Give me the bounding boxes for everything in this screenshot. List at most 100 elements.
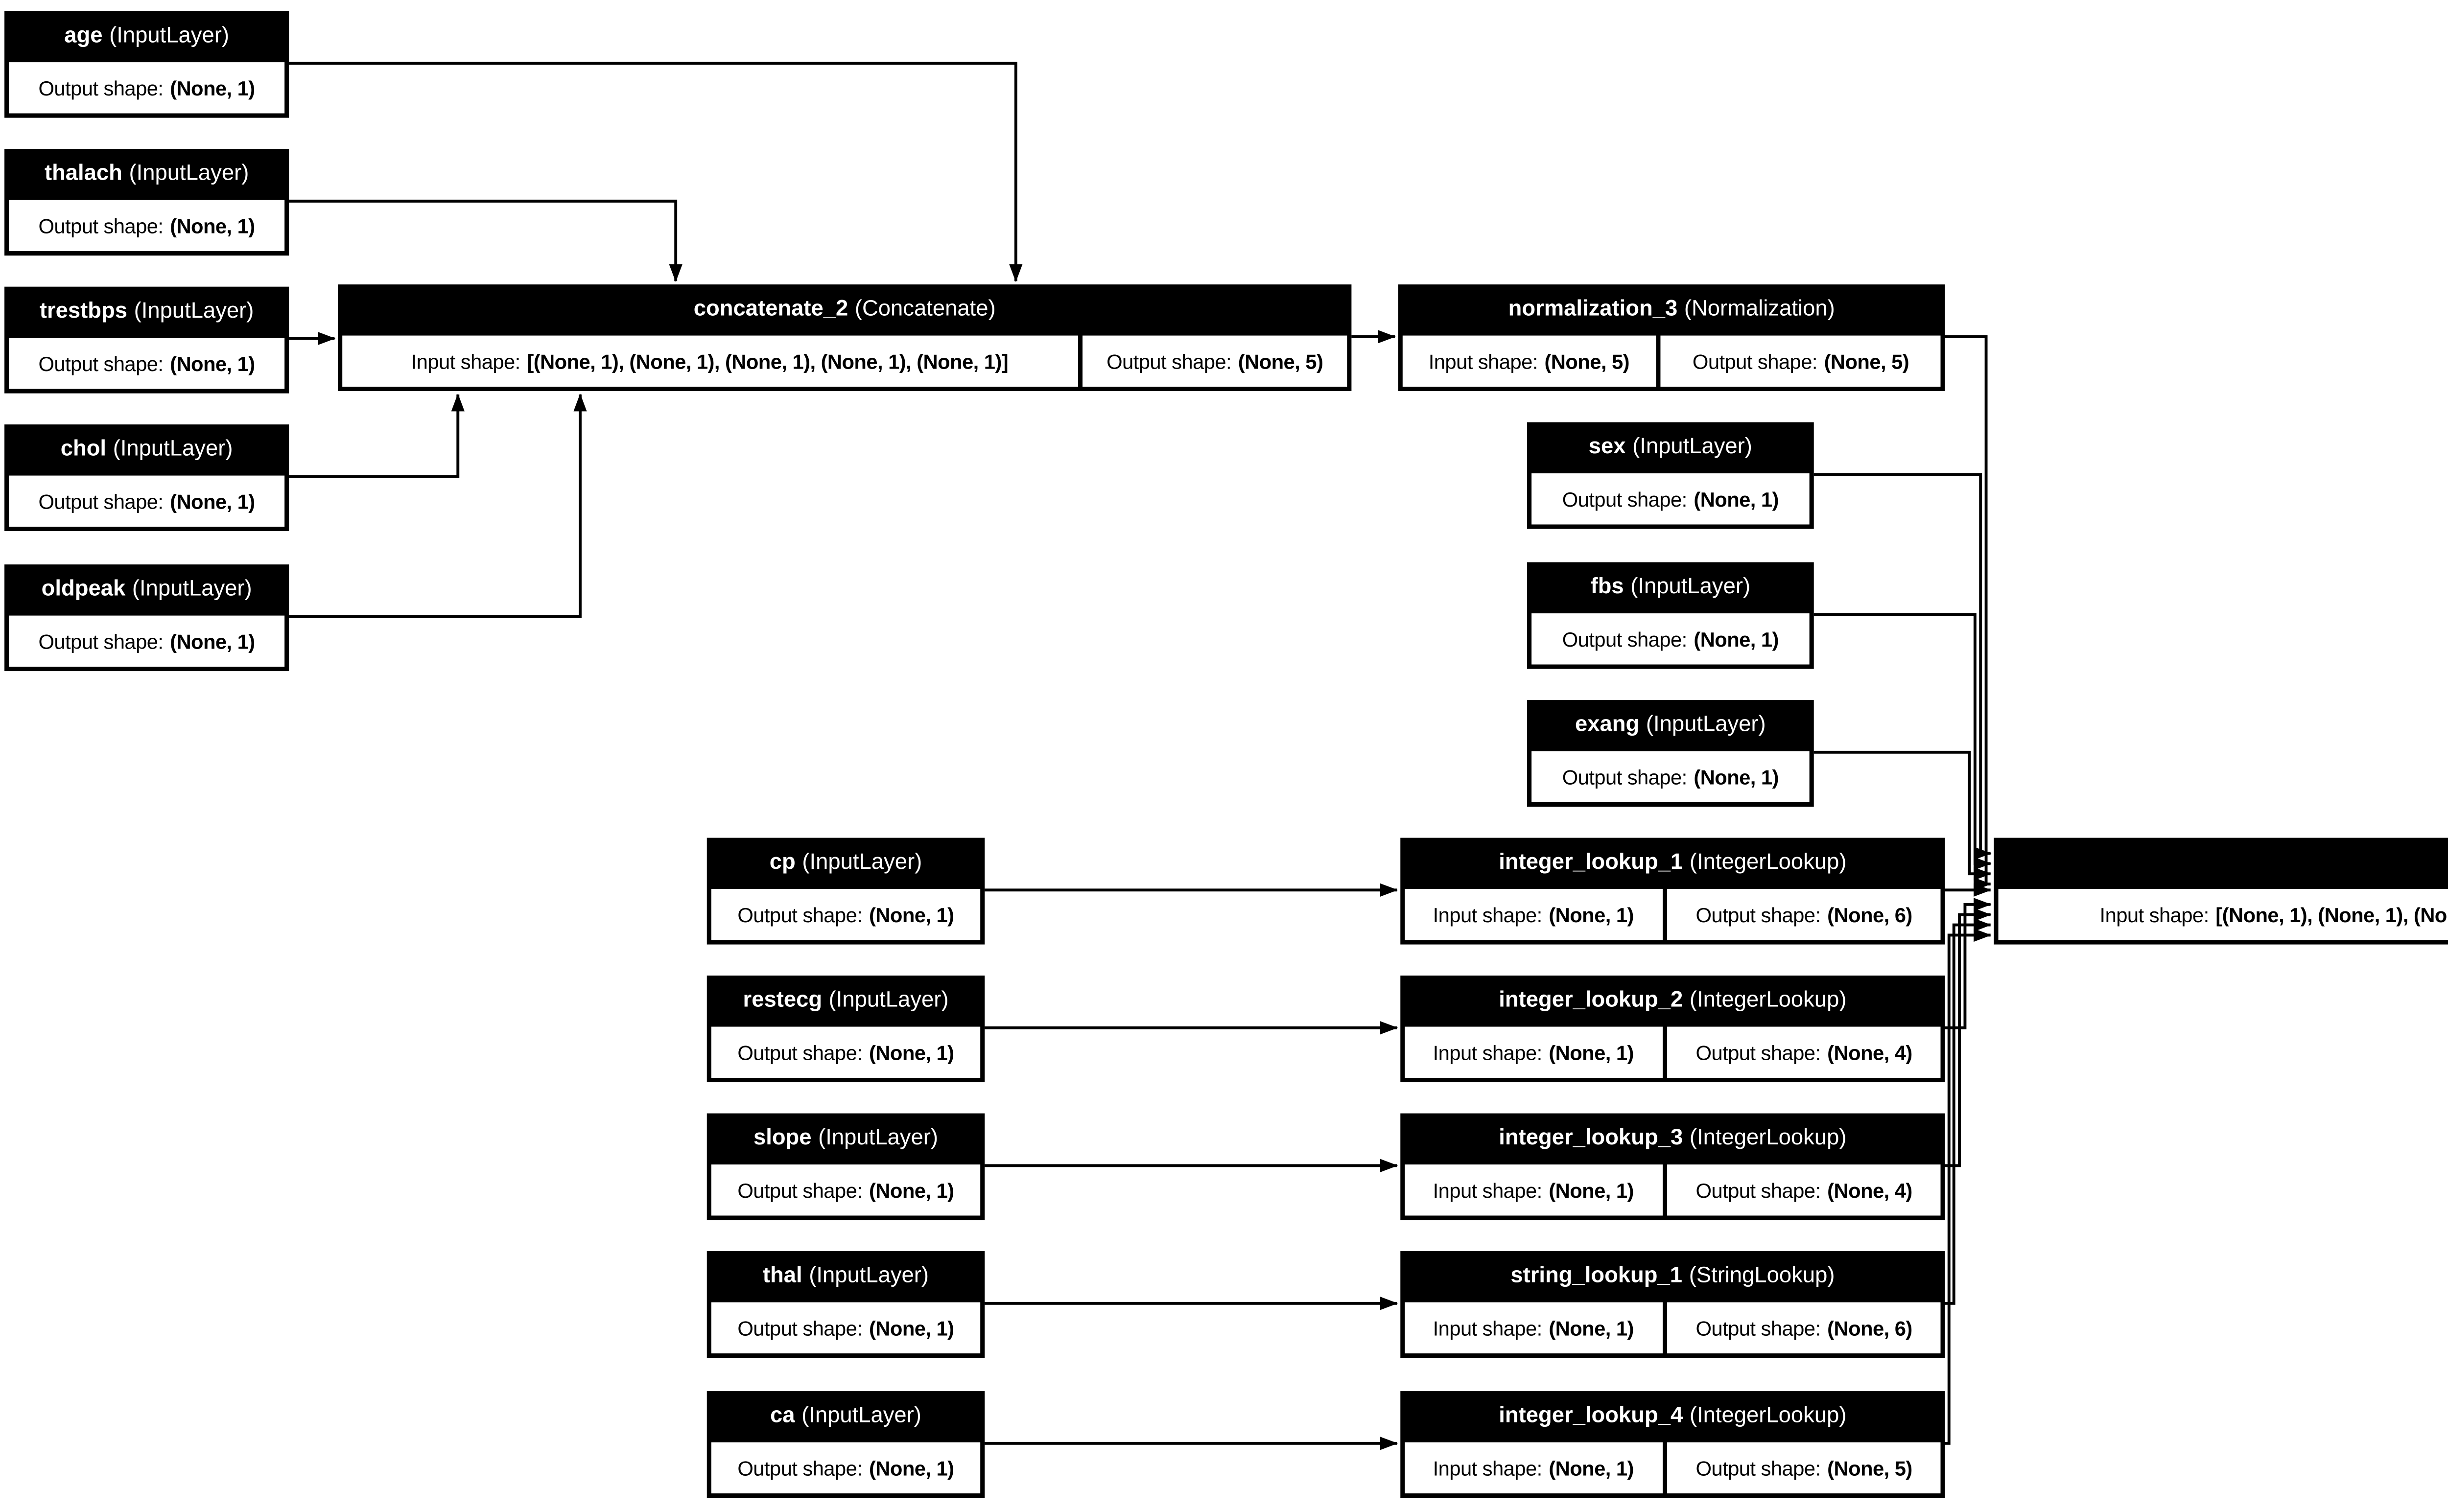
node-shape-row: Output shape:(None, 1) <box>710 889 981 941</box>
node-shape-row: Input shape:(None, 1)Output shape:(None,… <box>1404 1027 1941 1078</box>
layer-type: (IntegerLookup) <box>1689 989 1847 1014</box>
layer-type: (InputLayer) <box>1646 713 1766 738</box>
shape-label: Output shape: <box>737 1179 863 1202</box>
node-shape-row: Output shape: (None, 1) <box>710 1164 981 1216</box>
shape-label: Output shape: <box>1692 350 1818 373</box>
shape-label: Output shape: <box>38 630 164 653</box>
layer-type: (InputLayer) <box>802 851 922 876</box>
layer-name: integer_lookup_1 <box>1499 851 1683 876</box>
edge-integer_lookup_4-to-concatenate_3 <box>1945 928 1992 1445</box>
shape-value: (None, 4) <box>1827 1179 1912 1202</box>
shape-value: (None, 1) <box>170 490 255 513</box>
node-chol: chol(InputLayer) Output shape: (None, 1) <box>4 424 289 532</box>
node-title: ca(InputLayer) <box>707 1391 985 1442</box>
node-title: cp(InputLayer) <box>707 838 985 889</box>
node-concatenate_2: concatenate_2(Concatenate) Input shape: [(… <box>338 284 1352 392</box>
node-shape-row: Output shape: (None, 1) <box>1531 473 1810 525</box>
node-shape-row: Input shape: [(None, 1), (None, 1), (None… <box>342 336 1348 387</box>
layer-name: oldpeak <box>41 578 126 603</box>
shape-label: Output shape: <box>737 1041 863 1064</box>
shape-label: Output shape: <box>38 352 164 375</box>
shape-cell: Output shape:(None, 4) <box>1667 1027 1941 1078</box>
node-title: slope(InputLayer) <box>707 1114 985 1165</box>
shape-cell: Output shape:(None, 1) <box>8 200 285 252</box>
shape-label: Input shape: <box>411 350 521 373</box>
layer-type: (InputLayer) <box>801 1404 921 1429</box>
shape-label: Output shape: <box>38 490 164 513</box>
layer-type: (InputLayer) <box>109 24 229 49</box>
node-integer_lookup_4: integer_lookup_4(IntegerLookup)Input sha… <box>1400 1391 1945 1498</box>
shape-value: (None, 1) <box>869 1041 954 1064</box>
layer-type: (InputLayer) <box>828 989 949 1014</box>
node-slope: slope(InputLayer) Output shape: (None, 1) <box>706 1113 985 1220</box>
shape-value: (None, 1) <box>170 77 255 99</box>
shape-value: (None, 1) <box>869 1179 954 1202</box>
layer-name: slope <box>753 1127 812 1152</box>
shape-value: (None, 1) <box>1549 1457 1634 1480</box>
layer-type: (InputLayer) <box>134 300 254 325</box>
edge-age-to-concatenate_2 <box>289 62 1023 282</box>
node-oldpeak: oldpeak(InputLayer)Output shape:(None, 1… <box>4 564 289 672</box>
shape-value: (None, 1) <box>1549 1317 1634 1340</box>
shape-label: Output shape: <box>1695 1317 1821 1340</box>
shape-value: (None, 5) <box>1824 350 1909 373</box>
layer-name: trestbps <box>39 300 127 325</box>
node-shape-row: Output shape:(None, 1) <box>8 616 285 667</box>
shape-cell: Input shape: (None, 1) <box>1404 1442 1663 1494</box>
node-shape-row: Input shape:(None, 5)Output shape:(None,… <box>1402 336 1941 387</box>
layer-name: normalization_3 <box>1508 298 1678 323</box>
shape-cell: Output shape:(None, 1) <box>710 1442 981 1494</box>
node-sex: sex(InputLayer)Output shape:(None, 1) <box>1527 422 1814 529</box>
node-title: normalization_3(Normalization) <box>1398 284 1945 336</box>
layer-type: (InputLayer) <box>129 162 249 187</box>
shape-label: Output shape: <box>1106 350 1232 373</box>
node-title: integer_lookup_1(IntegerLookup) <box>1400 838 1945 889</box>
layer-type: (InputLayer) <box>1630 576 1751 601</box>
shape-value: (None, 5) <box>1827 1457 1912 1480</box>
shape-label: Input shape: <box>1433 1179 1543 1202</box>
node-shape-row: Output shape: (None, 1) <box>8 338 285 390</box>
shape-value: (None, 4) <box>1827 1041 1912 1064</box>
shape-value: [(None, 1), (None, 1), (None, 1), (None,… <box>527 350 1009 373</box>
shape-label: Output shape: <box>1695 904 1821 926</box>
edge-exang-to-concatenate_3 <box>1813 750 1992 881</box>
node-concatenate_3: concatenate_3(Concatenate)Input shape:[(… <box>1994 837 2448 945</box>
layer-name: integer_lookup_3 <box>1499 1127 1683 1152</box>
shape-cell: Output shape:(None, 1) <box>1531 613 1810 665</box>
node-exang: exang(InputLayer)Output shape:(None, 1) <box>1527 700 1814 807</box>
node-title: concatenate_2(Concatenate) <box>338 284 1351 336</box>
layer-name: ca <box>770 1404 795 1429</box>
layer-name: restecg <box>743 989 823 1014</box>
shape-cell: Input shape:(None, 1) <box>1404 889 1663 941</box>
shape-value: (None, 1) <box>1549 904 1634 926</box>
shape-value: (None, 6) <box>1827 904 1912 926</box>
shape-cell: Input shape: (None, 1) <box>1404 1164 1663 1216</box>
shape-label: Output shape: <box>1562 488 1688 511</box>
node-normalization_3: normalization_3(Normalization) Input shap… <box>1398 284 1945 392</box>
node-title: integer_lookup_2(IntegerLookup) <box>1400 976 1945 1027</box>
node-shape-row: Input shape:[(None, 1), (None, 1), (None… <box>1998 889 2448 941</box>
edge-oldpeak-to-concatenate_2 <box>289 394 587 618</box>
shape-label: Input shape: <box>1428 350 1538 373</box>
layer-name: chol <box>60 438 107 463</box>
edge-chol-to-concatenate_2 <box>289 394 465 478</box>
shape-value: (None, 1) <box>1549 1179 1634 1202</box>
shape-label: Output shape: <box>737 1317 863 1340</box>
shape-value: (None, 1) <box>170 352 255 375</box>
node-integer_lookup_2: integer_lookup_2(IntegerLookup)Input sha… <box>1400 976 1945 1083</box>
edge-integer_lookup_2-to-concatenate_3 <box>1945 898 1992 1029</box>
node-shape-row: Output shape:(None, 1) <box>1531 613 1810 665</box>
node-shape-row: Input shape:(None, 1)Output shape:(None,… <box>1404 1442 1941 1494</box>
node-shape-row: Output shape:(None, 1) <box>710 1442 981 1494</box>
shape-value: (None, 1) <box>869 904 954 926</box>
shape-value: (None, 1) <box>170 214 255 237</box>
shape-value: (None, 1) <box>1694 628 1779 651</box>
node-age: age(InputLayer)Output shape:(None, 1) <box>4 11 289 118</box>
shape-label: Input shape: <box>1433 1457 1543 1480</box>
node-title: chol(InputLayer) <box>4 424 289 476</box>
shape-value: (None, 1) <box>1694 766 1779 789</box>
node-title: concatenate_3(Concatenate) <box>1994 838 2448 889</box>
shape-value: (None, 1) <box>1694 488 1779 511</box>
node-shape-row: Input shape:(None, 1) Output shape: (None,… <box>1404 889 1941 941</box>
shape-cell: Input shape: [(None, 1), (None, 1), (None… <box>342 336 1078 387</box>
